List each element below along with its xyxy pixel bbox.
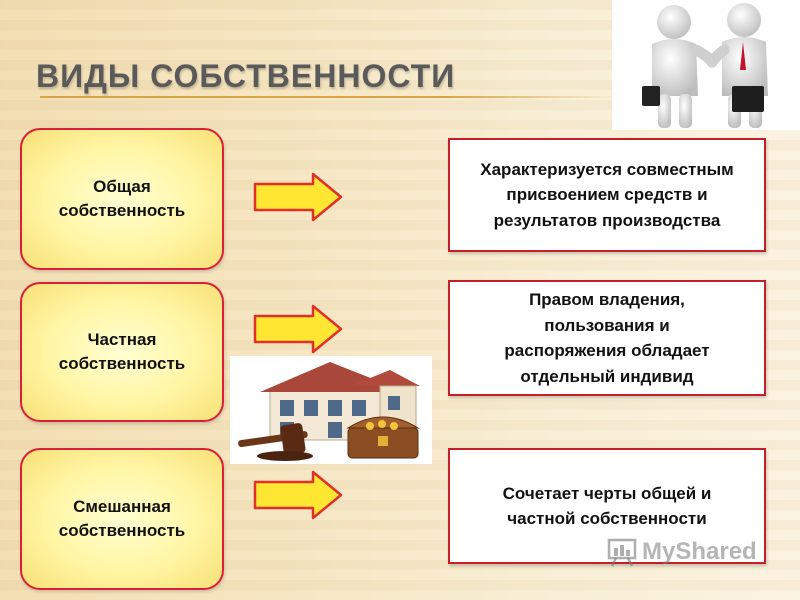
handshake-image: [612, 0, 800, 130]
ownership-card-private: Частная собственность: [20, 282, 224, 422]
presentation-board-icon: [607, 538, 637, 567]
ownership-card-common: Общая собственность: [20, 128, 224, 270]
arrow-right-icon: [253, 304, 343, 354]
watermark-text: MyShared: [642, 538, 757, 565]
description-box-common: Характеризуется совместным присвоением с…: [448, 138, 766, 252]
arrow-right-icon: [253, 172, 343, 222]
description-box-mixed: Сочетает черты общей и частной собственн…: [448, 448, 766, 564]
slide-title: ВИДЫ СОБСТВЕННОСТИ: [36, 58, 456, 94]
ownership-type-label: Смешанная собственность: [58, 497, 186, 540]
description-text: Правом владения, пользования и распоряже…: [504, 290, 710, 386]
arrow-right-icon: [253, 470, 343, 520]
house-gavel-treasure-image: [230, 356, 432, 464]
description-text: Характеризуется совместным присвоением с…: [480, 159, 734, 230]
ownership-type-label: Частная собственность: [58, 330, 186, 373]
description-text: Сочетает черты общей и частной собственн…: [502, 483, 712, 529]
ownership-card-mixed: Смешанная собственность: [20, 448, 224, 590]
description-box-private: Правом владения, пользования и распоряже…: [448, 280, 766, 396]
ownership-type-label: Общая собственность: [58, 177, 186, 220]
title-underline: [40, 96, 620, 98]
watermark: MyShared: [606, 536, 757, 568]
